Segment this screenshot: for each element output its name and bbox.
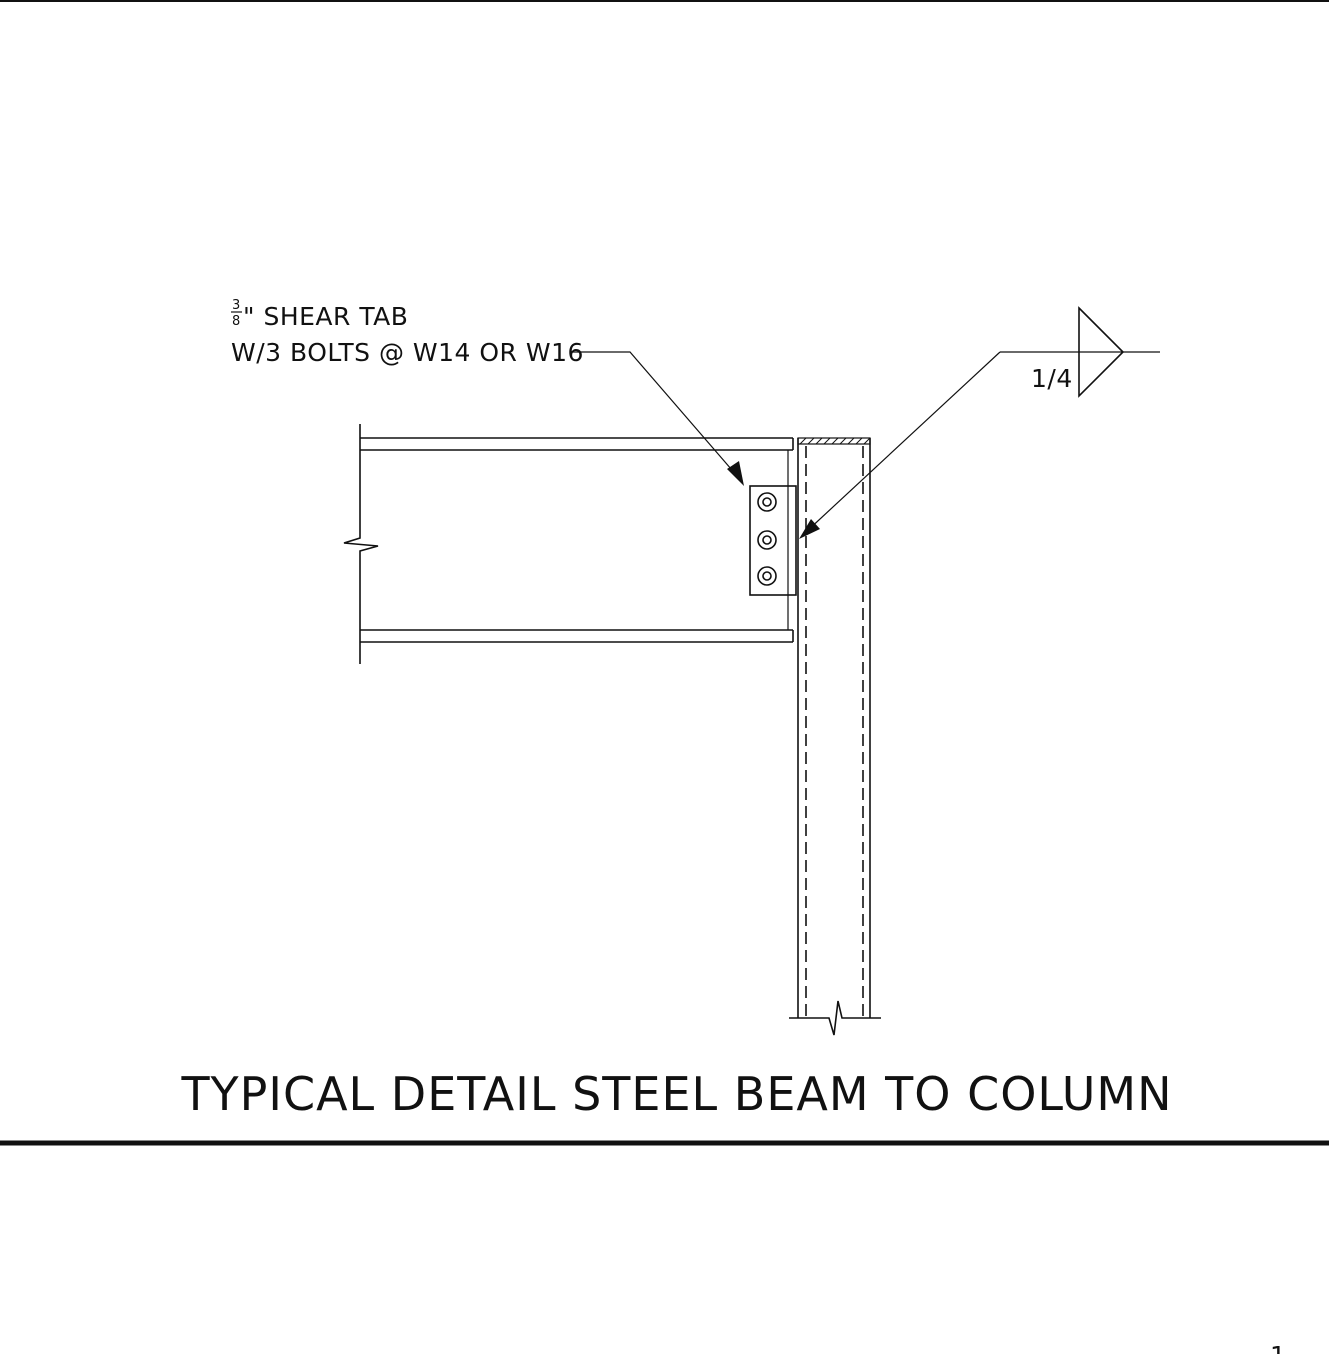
shear-tab-plate: [749, 485, 797, 596]
shear-tab: [749, 485, 797, 596]
fillet-weld-symbol: [1078, 306, 1125, 398]
callout-fraction-denominator: 8: [232, 314, 240, 329]
weld-symbol: 1/4: [799, 306, 1160, 539]
bolt: [757, 566, 777, 586]
shear-tab-callout: 3 8 " SHEAR TAB W/3 BOLTS @ W14 OR W16: [231, 298, 744, 486]
sheet-number: 1: [1270, 1341, 1286, 1354]
bolt: [757, 492, 777, 512]
cap-plate-hatch: [799, 437, 871, 445]
callout-line-1: " SHEAR TAB: [243, 302, 408, 331]
callout-line-2: W/3 BOLTS @ W14 OR W16: [231, 338, 584, 367]
column-break-line: [789, 1000, 881, 1036]
steel-beam: [343, 424, 794, 664]
bolt: [757, 530, 777, 550]
beam-break-line: [343, 424, 379, 664]
detail-title: TYPICAL DETAIL STEEL BEAM TO COLUMN: [180, 1067, 1172, 1121]
weld-leader: [805, 351, 1001, 533]
callout-leader: [571, 351, 739, 478]
callout-fraction-numerator: 3: [232, 298, 240, 313]
weld-arrowhead: [799, 519, 820, 539]
weld-size-label: 1/4: [1031, 364, 1073, 393]
callout-arrowhead: [727, 461, 744, 486]
steel-column: [789, 437, 881, 1036]
